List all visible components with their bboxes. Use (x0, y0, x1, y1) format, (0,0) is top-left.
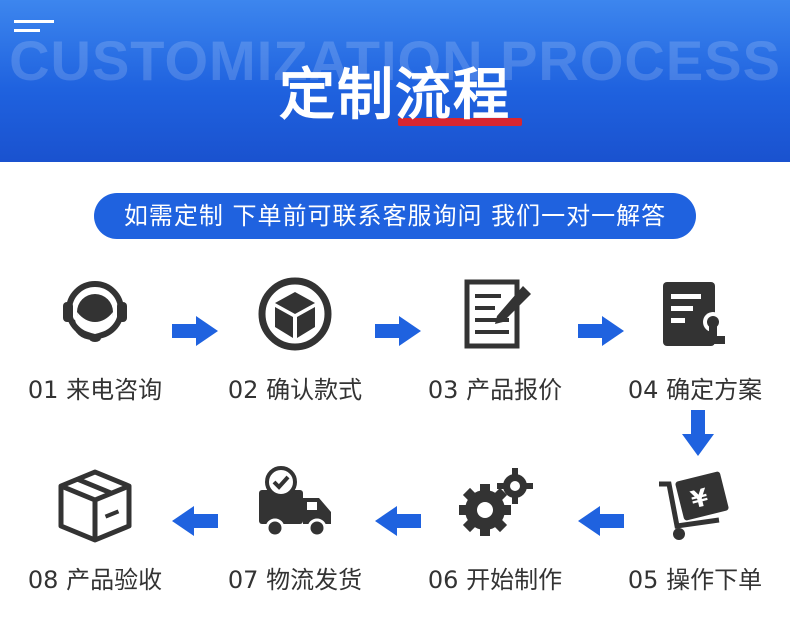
step-05: ¥ 05 操作下单 (600, 462, 790, 595)
step-02: 02 确认款式 (200, 272, 390, 405)
arrow-left-icon (578, 506, 624, 536)
step-07: 07 物流发货 (200, 462, 390, 595)
headset-icon (63, 281, 127, 342)
step-label: 07 物流发货 (227, 566, 363, 594)
arrow-left-icon (172, 506, 218, 536)
svg-text:¥: ¥ (688, 483, 711, 514)
page-title: 定制流程 (279, 63, 511, 128)
step-06: 06 开始制作 (400, 462, 590, 595)
arrow-right-icon (578, 316, 624, 346)
step-label: 03 产品报价 (427, 376, 563, 404)
step-01: 01 来电咨询 (0, 272, 190, 405)
step-08: 08 产品验收 (0, 462, 190, 595)
arrow-right-icon (375, 316, 421, 346)
header-banner: CUSTOMIZATION PROCESS 定制流程 (0, 0, 790, 162)
step-label: 02 确认款式 (227, 376, 363, 404)
header-decor-line (14, 20, 54, 23)
arrow-down-icon (682, 410, 714, 456)
cube-icon (258, 277, 332, 351)
header-decor-line (14, 29, 40, 32)
step-label: 04 确定方案 (627, 376, 763, 404)
step-04: 04 确定方案 (600, 272, 790, 405)
arrow-left-icon (375, 506, 421, 536)
step-label: 01 来电咨询 (27, 376, 163, 404)
truck-icon (259, 466, 331, 538)
step-label: 05 操作下单 (627, 566, 763, 594)
contact-notice-banner: 如需定制 下单前可联系客服询问 我们一对一解答 (94, 193, 696, 239)
step-label: 06 开始制作 (427, 566, 563, 594)
cart-yen-icon: ¥ (659, 471, 729, 540)
step-label: 08 产品验收 (27, 566, 163, 594)
document-stamp-icon (663, 282, 725, 346)
step-03: 03 产品报价 (400, 272, 590, 405)
gears-icon (459, 468, 533, 536)
arrow-right-icon (172, 316, 218, 346)
box-icon (58, 469, 132, 543)
title-underline (398, 118, 522, 126)
document-pen-icon (464, 279, 531, 349)
header-background-text: CUSTOMIZATION PROCESS (9, 29, 781, 92)
